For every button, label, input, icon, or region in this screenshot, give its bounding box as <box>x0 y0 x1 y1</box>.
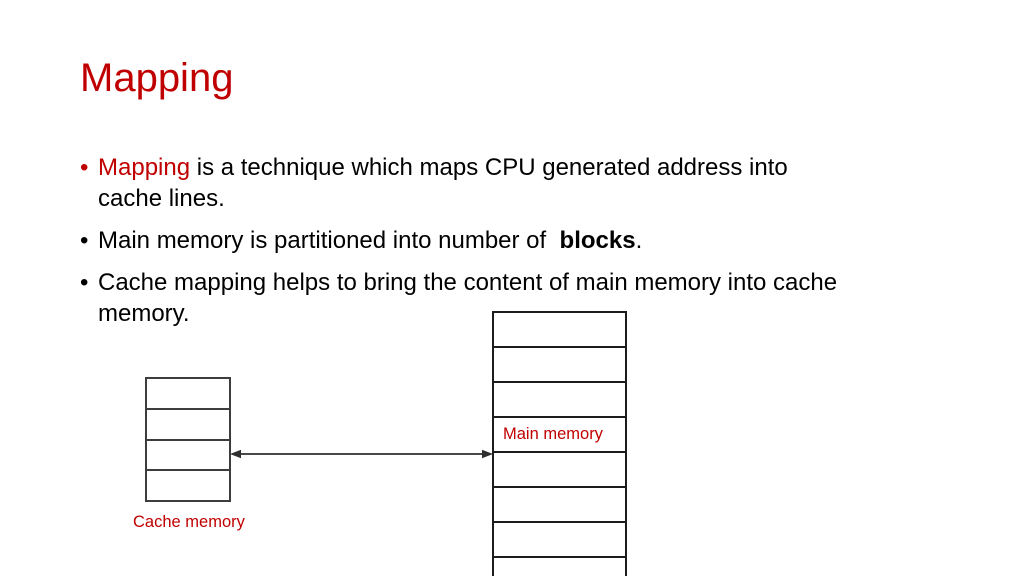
bullet-line: cache lines. <box>98 183 980 214</box>
cache-memory-diagram <box>145 377 231 502</box>
bullet-text-segment: . <box>635 227 643 254</box>
bullet-text-segment: Cache mapping helps to bring the content… <box>98 269 838 296</box>
cache-memory-label: Cache memory <box>133 513 245 531</box>
main-memory-cell <box>494 523 625 558</box>
bullet-text-segment: memory. <box>98 300 190 327</box>
bullet-text-segment: is a technique which maps CPU generated … <box>190 154 788 181</box>
cache-memory-cell <box>147 441 229 472</box>
main-memory-cell <box>494 313 625 348</box>
bullet-line: Cache mapping helps to bring the content… <box>98 267 980 298</box>
bullet-line: memory. <box>98 298 980 329</box>
bullet-line: Mapping is a technique which maps CPU ge… <box>98 152 980 183</box>
bullet-line: Main memory is partitioned into number o… <box>98 225 980 256</box>
cache-memory-cell <box>147 410 229 441</box>
arrowhead-left <box>230 449 241 459</box>
main-memory-cell-labeled: Main memory <box>494 418 625 453</box>
bullet-list: Mapping is a technique which maps CPU ge… <box>80 152 980 340</box>
main-memory-label: Main memory <box>503 425 603 443</box>
main-memory-diagram: Main memory <box>492 311 627 576</box>
main-memory-cell <box>494 558 625 576</box>
main-memory-cell <box>494 488 625 523</box>
cache-memory-cell <box>147 379 229 410</box>
bullet-item-cache-mapping: Cache mapping helps to bring the content… <box>80 267 980 329</box>
main-memory-cell <box>494 383 625 418</box>
slide-title: Mapping <box>80 56 234 100</box>
bullet-item-main-memory: Main memory is partitioned into number o… <box>80 225 980 256</box>
bullet-text-segment: Mapping <box>98 154 191 181</box>
cache-memory-cell <box>147 471 229 500</box>
double-arrow <box>230 449 493 459</box>
bullet-item-mapping: Mapping is a technique which maps CPU ge… <box>80 152 980 214</box>
main-memory-cell <box>494 453 625 488</box>
bullet-text-segment: cache lines. <box>98 185 225 212</box>
bullet-text-segment: Main memory is partitioned into number o… <box>98 227 560 254</box>
bullet-text-segment: blocks <box>559 227 636 254</box>
arrowhead-right <box>482 449 493 459</box>
main-memory-cell <box>494 348 625 383</box>
